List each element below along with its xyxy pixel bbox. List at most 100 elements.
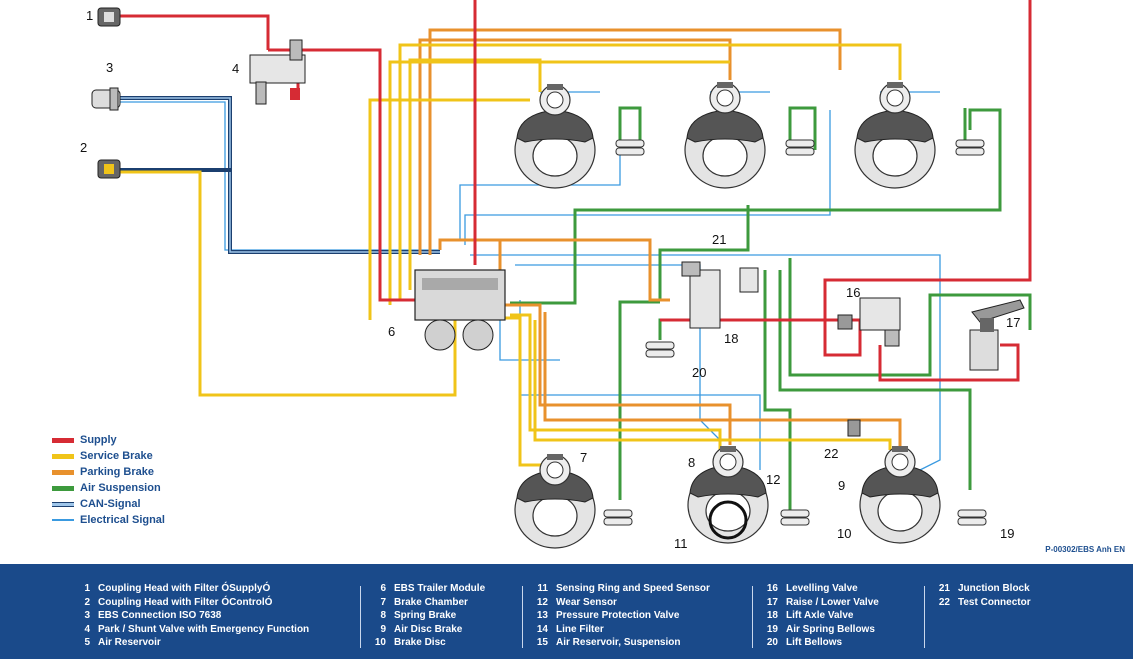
legend-item-supply: Supply <box>52 432 165 448</box>
top-wheel-1 <box>514 109 596 189</box>
label-12: 12 <box>766 472 780 487</box>
junction-block <box>739 267 759 293</box>
top-wheel-2 <box>684 109 766 189</box>
key-row: 16 Levelling Valve <box>762 582 879 596</box>
bellow-bottom-1 <box>603 509 633 526</box>
brake-system-diagram: 1 3 2 4 6 7 8 9 10 11 12 16 17 18 19 20 … <box>80 0 1032 551</box>
label-17: 17 <box>1006 315 1020 330</box>
raise-lower-valve <box>969 299 1025 371</box>
legend-item-air-suspension: Air Suspension <box>52 480 165 496</box>
key-number: 20 <box>766 637 778 648</box>
legend-label: CAN-Signal <box>80 498 141 510</box>
lift-axle-valve <box>681 261 721 329</box>
key-text: Brake Disc <box>394 637 446 648</box>
coupling-head-supply <box>97 7 121 27</box>
legend-item-service-brake: Service Brake <box>52 448 165 464</box>
key-text: Air Spring Bellows <box>786 623 875 635</box>
bellow-top-3 <box>955 139 985 156</box>
key-number: 11 <box>537 583 548 594</box>
label-18: 18 <box>724 331 738 346</box>
legend: Supply Service Brake Parking Brake Air S… <box>52 432 165 528</box>
legend-swatch <box>52 501 74 507</box>
bellow-top-2 <box>785 139 815 156</box>
key-row: 1 Coupling Head with Filter ÓSupplyÓ <box>74 582 309 596</box>
key-number: 12 <box>536 596 548 608</box>
key-number: 1 <box>84 583 90 594</box>
brake-chamber-bottom <box>539 453 571 486</box>
key-row: 5 Air Reservoir <box>74 636 309 650</box>
legend-swatch <box>52 469 74 475</box>
key-row: 20 Lift Bellows <box>762 636 879 650</box>
key-number: 19 <box>766 623 778 635</box>
key-text: Pressure Protection Valve <box>556 610 680 621</box>
reference-code: P-00302/EBS Anh EN <box>1045 545 1125 554</box>
key-text: EBS Connection ISO 7638 <box>98 610 222 621</box>
label-11: 11 <box>674 536 688 551</box>
key-text: Air Disc Brake <box>394 623 463 635</box>
key-row: 19 Air Spring Bellows <box>762 623 879 637</box>
park-shunt-valve <box>249 39 306 105</box>
sensing-ring <box>708 500 748 540</box>
key-number: 15 <box>536 637 548 648</box>
top-wheel-3 <box>854 109 936 189</box>
key-number: 21 <box>938 583 950 594</box>
lift-bellows <box>645 341 675 358</box>
key-text: Lift Bellows <box>786 637 843 648</box>
key-row: 15 Air Reservoir, Suspension <box>532 636 710 650</box>
label-4: 4 <box>232 61 239 76</box>
key-row: 12 Wear Sensor <box>532 596 710 610</box>
key-number: 7 <box>380 596 386 608</box>
ebs-connection-plug <box>91 87 121 111</box>
label-19: 19 <box>1000 526 1014 541</box>
legend-swatch <box>52 519 74 521</box>
key-number: 6 <box>380 583 386 594</box>
key-divider <box>360 586 361 648</box>
spring-brake-bottom-3 <box>884 445 916 478</box>
key-divider <box>752 586 753 648</box>
legend-label: Supply <box>80 434 117 446</box>
label-9: 9 <box>838 478 845 493</box>
legend-swatch <box>52 453 74 459</box>
key-number: 5 <box>84 637 90 648</box>
test-connector <box>847 419 861 437</box>
key-text: Junction Block <box>958 583 1030 594</box>
bellow-top-1 <box>615 139 645 156</box>
key-number: 2 <box>84 596 90 608</box>
key-text: Air Reservoir <box>98 637 161 648</box>
bellow-bottom-2 <box>780 509 810 526</box>
label-6: 6 <box>388 324 395 339</box>
key-text: Levelling Valve <box>786 583 858 594</box>
key-text: Raise / Lower Valve <box>786 596 879 608</box>
legend-label: Air Suspension <box>80 482 161 494</box>
label-8: 8 <box>688 455 695 470</box>
key-column-1: 1 Coupling Head with Filter ÓSupplyÓ 2 Cou… <box>74 582 309 650</box>
key-text: Air Reservoir, Suspension <box>556 637 681 648</box>
key-number: 18 <box>766 610 778 621</box>
key-number: 3 <box>84 610 90 621</box>
brake-chamber-top <box>539 83 571 116</box>
key-text: Wear Sensor <box>556 596 617 608</box>
key-number: 10 <box>374 637 386 648</box>
key-number: 16 <box>766 583 778 594</box>
spring-brake-top-3 <box>879 81 911 114</box>
legend-label: Parking Brake <box>80 466 154 478</box>
key-row: 10 Brake Disc <box>370 636 485 650</box>
key-number: 4 <box>84 623 90 635</box>
spring-brake-top-2 <box>709 81 741 114</box>
key-divider <box>522 586 523 648</box>
key-text: Spring Brake <box>394 610 457 621</box>
legend-label: Service Brake <box>80 450 153 462</box>
key-divider <box>924 586 925 648</box>
legend-item-parking-brake: Parking Brake <box>52 464 165 480</box>
key-text: Coupling Head with Filter ÓSupplyÓ <box>98 583 271 594</box>
